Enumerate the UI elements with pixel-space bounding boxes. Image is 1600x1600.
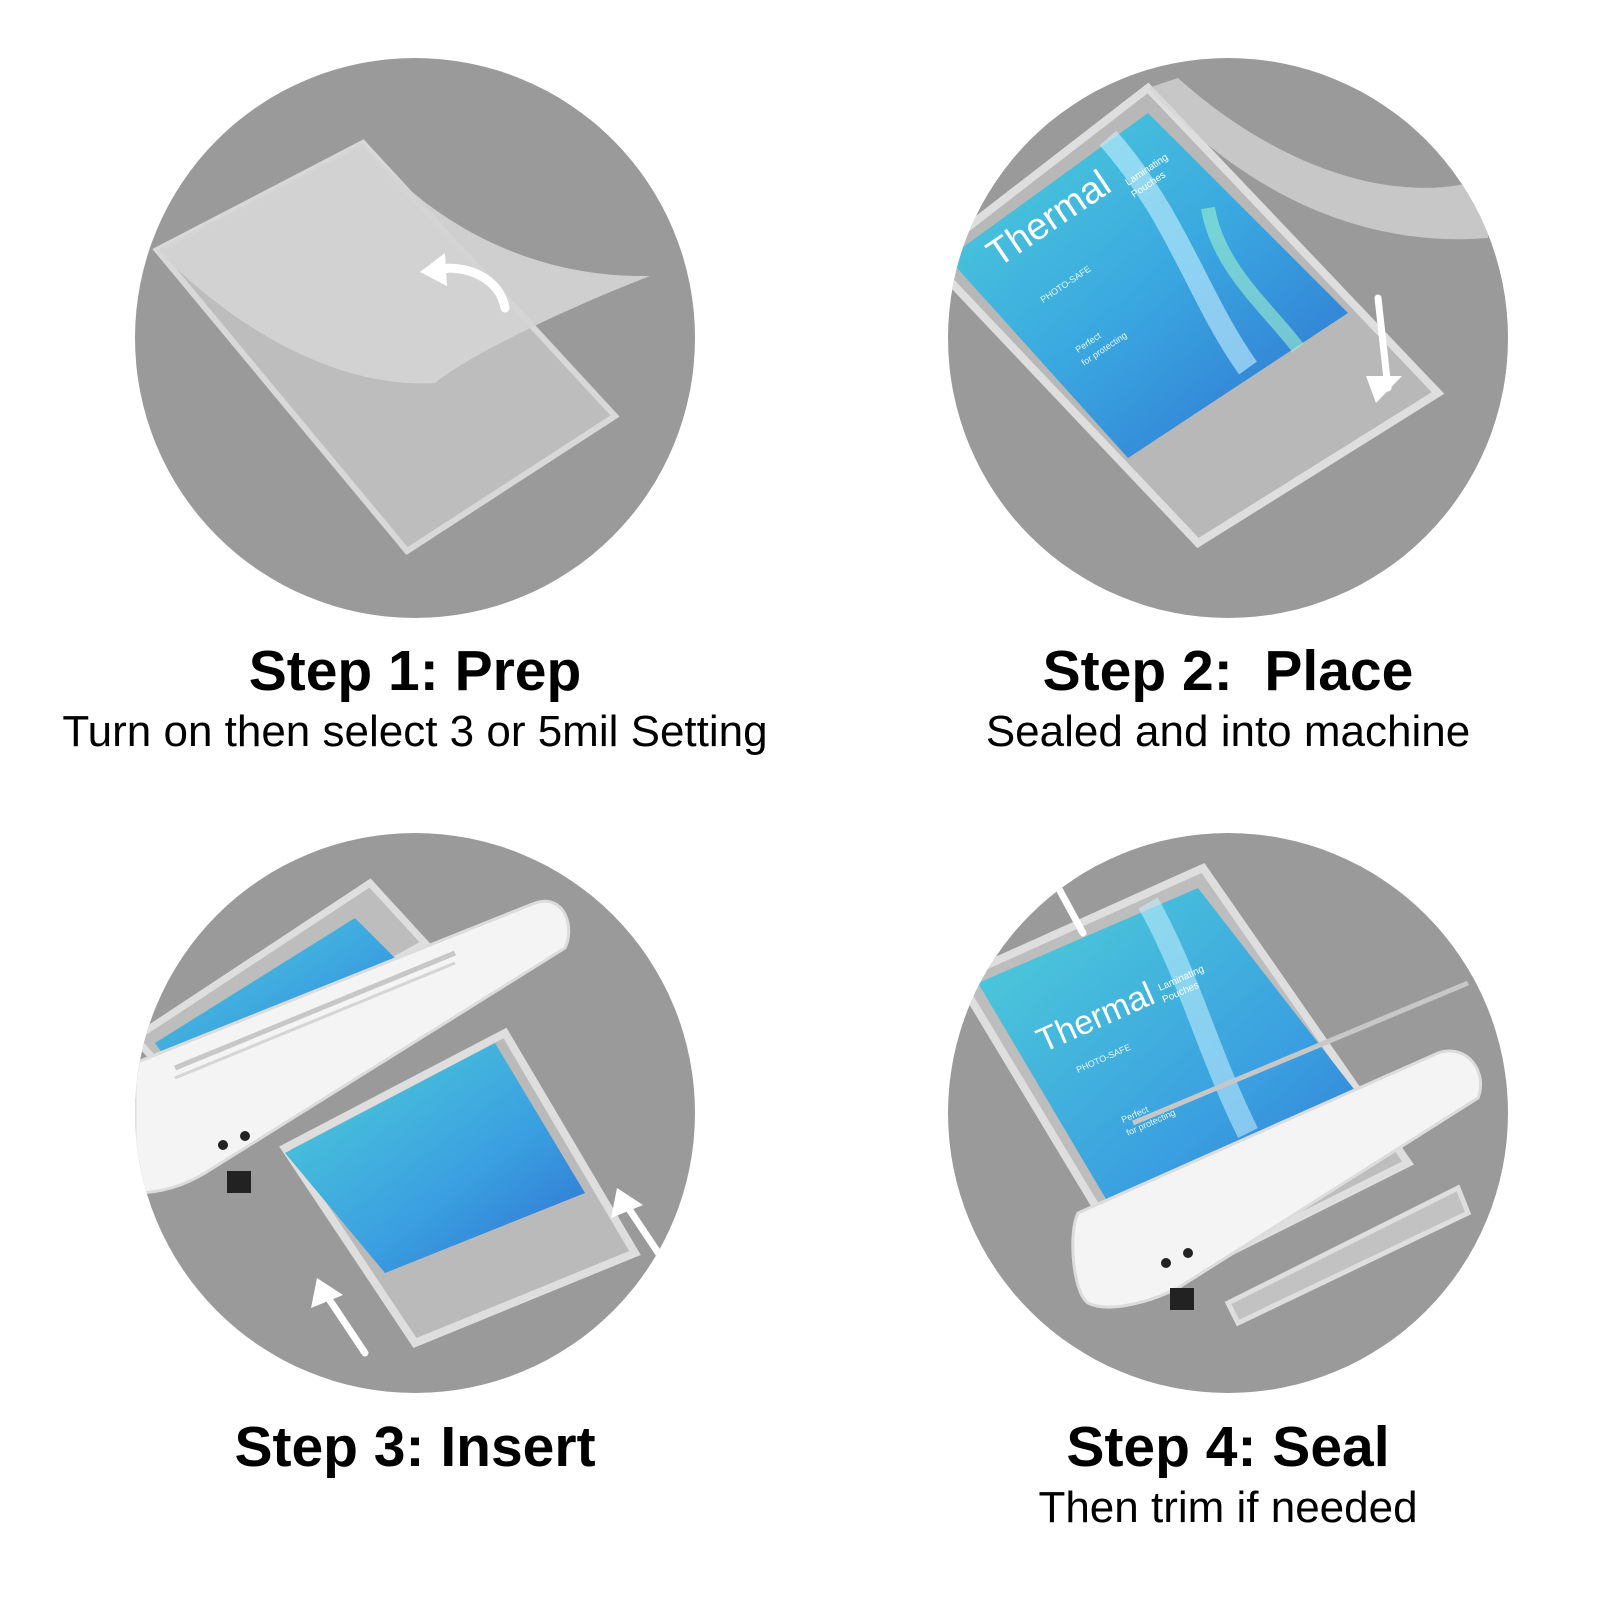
power-switch-icon <box>227 1171 251 1193</box>
insert-arrow-right-icon <box>621 1199 669 1267</box>
insert-illustration <box>135 878 669 1357</box>
ready-led-icon <box>1183 1248 1193 1258</box>
down-arrow-icon <box>1374 294 1392 392</box>
step-1-caption: Step 1: Prep Turn on then select 3 or 5m… <box>15 638 815 760</box>
seal-illustration: Thermal Laminating Pouches PHOTO-SAFE Pe… <box>952 862 1483 1327</box>
step-4-image: Thermal Laminating Pouches PHOTO-SAFE Pe… <box>948 833 1508 1393</box>
document-wave-decoration-2 <box>1201 206 1304 353</box>
insert-arrow-left-icon <box>321 1289 369 1357</box>
step-1-image <box>135 58 695 618</box>
step-3-caption: Step 3: Insert <box>15 1414 815 1480</box>
step-2-subtitle: Sealed and into machine <box>985 707 1471 756</box>
power-switch-icon <box>1170 1288 1194 1310</box>
top-film-flap <box>1148 78 1488 240</box>
power-led-icon <box>1161 1258 1171 1268</box>
step-1-subtitle: Turn on then select 3 or 5mil Setting <box>62 707 768 756</box>
step-2-image: Thermal Laminating Pouches PHOTO-SAFE Pe… <box>948 58 1508 618</box>
ready-led-icon <box>240 1131 250 1141</box>
step-4-title: Step 4: Seal <box>1066 1415 1390 1479</box>
place-document-illustration: Thermal Laminating Pouches PHOTO-SAFE Pe… <box>948 78 1488 549</box>
laminator-machine <box>135 899 571 1195</box>
insert-arrow-left-head-icon <box>311 1278 343 1308</box>
document-wave-decoration <box>1099 130 1257 375</box>
insert-arrow-right-head-icon <box>611 1188 643 1218</box>
power-led-icon <box>218 1140 228 1150</box>
printed-document <box>948 113 1348 458</box>
step-2-caption: Step 2: Place Sealed and into machine <box>828 638 1600 760</box>
out-arrow-head-icon <box>1040 863 1072 893</box>
pouch-tail-under-machine <box>1224 1184 1472 1327</box>
step-2-title: Step 2: Place <box>1042 639 1414 703</box>
step-4-caption: Step 4: Seal Then trim if needed <box>828 1414 1600 1536</box>
open-pouch-illustration <box>152 139 650 555</box>
step-3-title: Step 3: Insert <box>234 1415 596 1479</box>
arrow-head-icon <box>420 253 447 286</box>
document-wave-decoration <box>1138 897 1258 1138</box>
down-arrow-head-icon <box>1366 376 1402 403</box>
step-1-title: Step 1: Prep <box>248 639 582 703</box>
step-4-subtitle: Then trim if needed <box>1038 1483 1418 1532</box>
step-3-image <box>135 833 695 1393</box>
pouch-peeled-flap <box>157 143 650 384</box>
printed-document-front <box>285 1043 585 1273</box>
out-arrow-icon <box>1049 874 1087 937</box>
laminator-machine <box>1071 980 1483 1310</box>
